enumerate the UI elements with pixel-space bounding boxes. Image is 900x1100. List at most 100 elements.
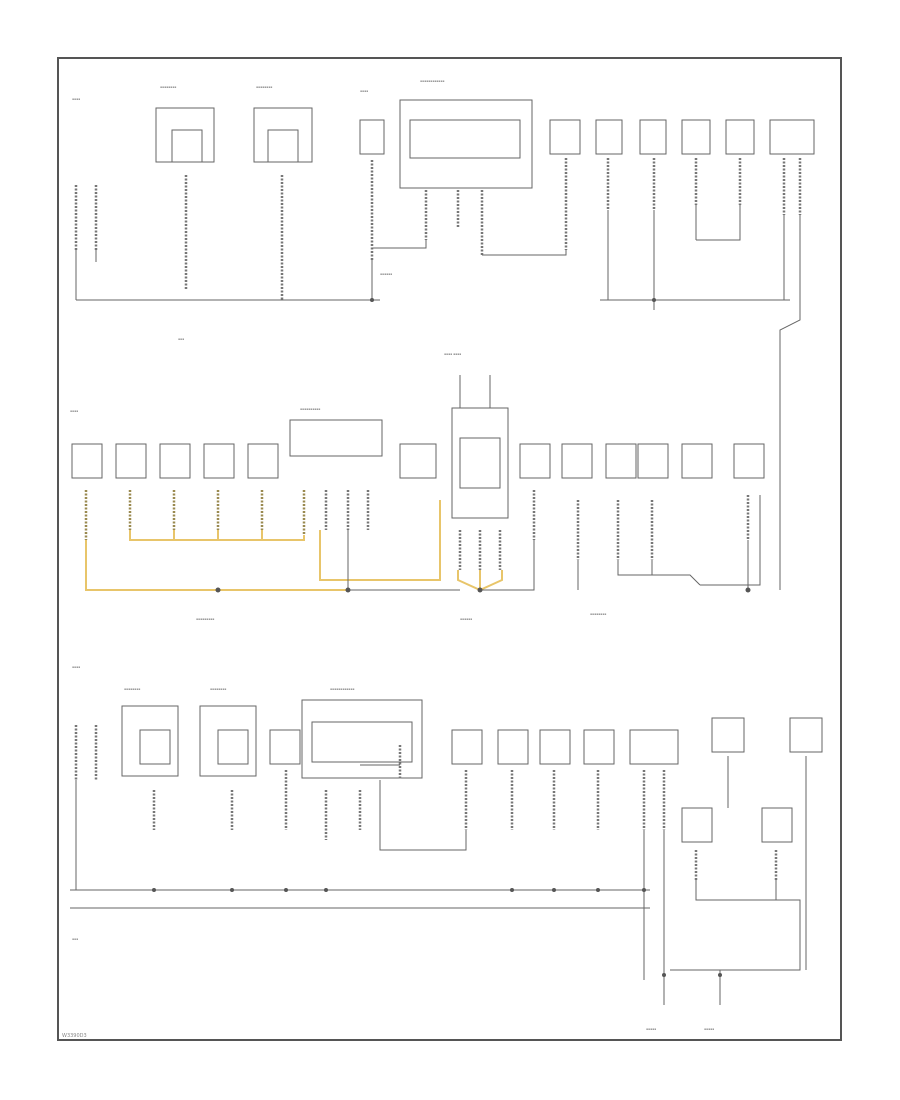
note-text: ▪▪▪▪▪▪▪▪▪▪ (300, 407, 320, 411)
component-box (561, 443, 593, 479)
note-text: ▪▪▪▪▪▪▪▪ (256, 85, 272, 89)
splice-point (552, 888, 556, 892)
component-box (769, 119, 815, 155)
splice-point (324, 888, 328, 892)
component-box (409, 119, 521, 159)
highlight-wire (85, 540, 350, 591)
wire (350, 540, 535, 591)
splice-point (642, 888, 646, 892)
splice-point (745, 587, 751, 593)
component-box (639, 119, 667, 155)
note-text: ▪▪▪ (72, 937, 78, 941)
component-box (267, 129, 299, 163)
wire (379, 780, 467, 851)
component-box (681, 443, 713, 479)
component-box (711, 717, 745, 753)
wire (482, 250, 567, 256)
wire (700, 495, 761, 590)
component-box (681, 119, 711, 155)
component-box (519, 443, 551, 479)
component-box (269, 729, 301, 765)
wire (663, 970, 721, 1005)
component-group-outline (199, 705, 257, 777)
diagram-frame (57, 57, 842, 1041)
component-box (171, 129, 203, 163)
wire (577, 560, 701, 590)
component-box (139, 729, 171, 765)
component-box (595, 119, 623, 155)
component-box (399, 443, 437, 479)
note-text: ▪▪▪▪ (72, 665, 80, 669)
splice-point (284, 888, 288, 892)
component-box (289, 419, 383, 457)
component-box (789, 717, 823, 753)
component-box (681, 807, 713, 843)
middle-section: ▪▪▪▪ ▪▪▪▪▪▪▪▪▪▪ ▪▪▪▪ ▪▪▪▪ ▪▪▪▪▪▪▪▪▪ ▪▪▪▪… (70, 352, 765, 621)
splice-point (215, 587, 221, 593)
note-text: ▪▪▪▪▪▪▪▪ (210, 687, 226, 691)
component-box (459, 437, 501, 489)
note-text: ▪▪▪▪▪▪▪▪▪▪▪▪ (420, 79, 444, 83)
component-group-outline (253, 107, 313, 163)
note-text: ▪▪▪▪▪ (646, 1027, 656, 1031)
component-box (725, 119, 755, 155)
wire (670, 880, 801, 971)
component-box (311, 721, 413, 763)
note-text: ▪▪▪▪ ▪▪▪▪ (444, 352, 461, 356)
note-text: ▪▪▪▪▪▪▪▪▪ (196, 617, 214, 621)
splice-point (152, 888, 156, 892)
wire (727, 756, 807, 970)
note-text: ▪▪▪▪▪ (704, 1027, 714, 1031)
splice-point (510, 888, 514, 892)
wire (459, 375, 491, 408)
highlight-wire (457, 570, 503, 592)
splice-point (345, 587, 351, 593)
component-box (159, 443, 191, 479)
component-box (71, 443, 103, 479)
component-box (247, 443, 279, 479)
component-box (629, 729, 679, 765)
component-box (203, 443, 235, 479)
note-text: ▪▪▪▪▪▪▪▪ (160, 85, 176, 89)
wire (372, 240, 427, 249)
component-box (115, 443, 147, 479)
splice-point (596, 888, 600, 892)
lower-section: ▪▪▪▪ ▪▪▪▪▪▪▪▪ ▪▪▪▪▪▪▪▪ ▪▪▪▪▪▪▪▪▪▪▪▪ ▪▪▪ … (70, 665, 823, 1031)
note-text: ▪▪▪▪▪▪ (380, 272, 392, 276)
component-box (605, 443, 637, 479)
note-text: ▪▪▪▪▪▪▪▪▪▪▪▪ (330, 687, 354, 691)
splice-point (230, 888, 234, 892)
highlight-wire (173, 530, 263, 540)
diagram-code: W3390D3 (62, 1033, 87, 1039)
note-text: ▪▪▪▪▪▪▪▪ (590, 612, 606, 616)
wire (696, 205, 741, 241)
wire (643, 830, 665, 980)
note-text: ▪▪▪▪ (360, 89, 368, 93)
component-box (733, 443, 765, 479)
splice-point (652, 298, 656, 302)
note-text: ▪▪▪ (178, 337, 184, 341)
splice-point (718, 973, 722, 977)
splice-point (662, 973, 666, 977)
upper-section: ▪▪▪▪ ▪▪▪▪▪▪▪▪ ▪▪▪▪▪▪▪▪ ▪▪▪▪ ▪▪▪▪▪▪▪▪▪▪▪▪… (72, 79, 815, 590)
splice-point (370, 298, 374, 302)
component-group-outline (451, 407, 509, 519)
component-group-outline (155, 107, 215, 163)
component-box (497, 729, 529, 765)
component-box (359, 119, 385, 155)
note-text: ▪▪▪▪▪▪ (460, 617, 472, 621)
component-box (761, 807, 793, 843)
component-box (549, 119, 581, 155)
note-text: ▪▪▪▪ (70, 409, 78, 413)
splice-point (477, 587, 483, 593)
component-box (583, 729, 615, 765)
note-text: ▪▪▪▪▪▪▪▪ (124, 687, 140, 691)
component-group-outline (301, 699, 423, 779)
wire (779, 215, 801, 590)
component-box (451, 729, 483, 765)
component-box (637, 443, 669, 479)
note-text: ▪▪▪▪ (72, 97, 80, 101)
highlight-wire (319, 500, 441, 581)
component-box (539, 729, 571, 765)
